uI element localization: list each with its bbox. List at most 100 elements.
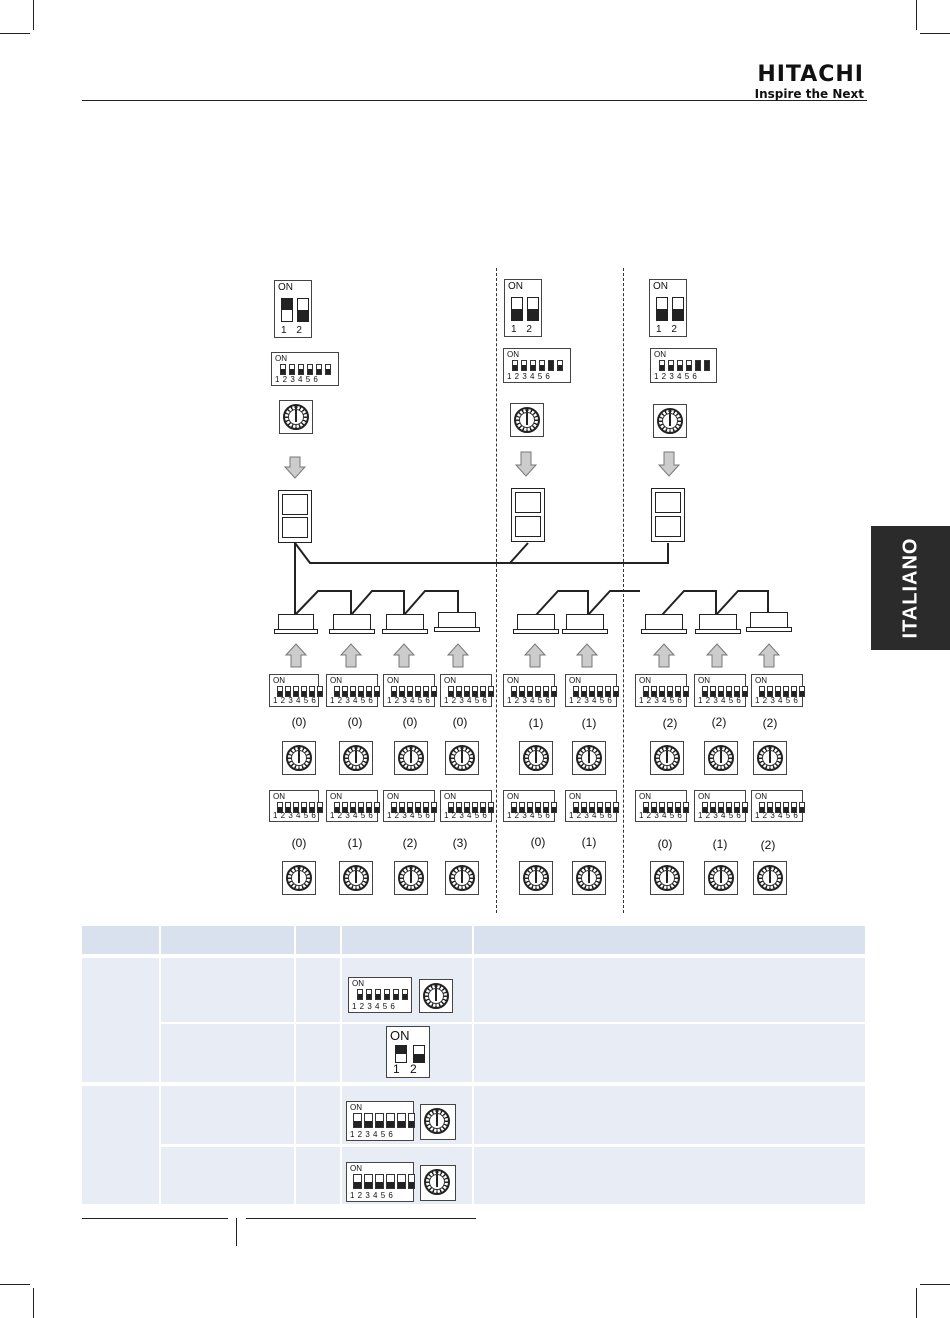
address-label: (1): [528, 716, 544, 730]
dip-numbers: 1 2 3 4 5 6: [569, 696, 613, 705]
dip-on-label: ON: [390, 1028, 410, 1043]
rotary-switch: [445, 861, 479, 895]
rotary-switch: [704, 861, 738, 895]
rotary-switch: [279, 400, 313, 434]
brand-logo: HITACHI Inspire the Next: [755, 64, 864, 102]
dip-on-label: ON: [352, 979, 364, 988]
dip-on-label: ON: [444, 792, 456, 801]
dip-switch-6: ON 1 2 3 4 5 6: [440, 790, 494, 822]
dip-numbers: 1 2 3 4 5 6: [698, 811, 742, 820]
dip-switch-2: ON 1 2: [274, 280, 312, 338]
rotary-switch: [339, 741, 373, 775]
dip-numbers: 1 2 3 4 5 6: [352, 1002, 396, 1011]
dip-numbers: 1 2 3 4 5 6: [569, 811, 613, 820]
indoor-unit: [746, 612, 792, 632]
language-tab: ITALIANO: [871, 526, 950, 650]
rotary-switch: [420, 1104, 456, 1140]
indoor-unit: [434, 612, 480, 632]
rotary-switch: [519, 861, 553, 895]
dip-switch-6: ON 1 2 3 4 5 6: [503, 348, 571, 383]
dip-on-label: ON: [755, 792, 767, 801]
dip-on-label: ON: [698, 676, 710, 685]
dip-switch-6: ON 1 2 3 4 5 6: [635, 790, 689, 822]
indoor-unit: [562, 614, 608, 634]
dip-on-label: ON: [698, 792, 710, 801]
dip-numbers: 1 2 3 4 5 6: [444, 811, 488, 820]
header-rule: [82, 100, 867, 101]
indoor-unit: [329, 614, 375, 634]
dip-on-label: ON: [507, 350, 519, 359]
brand-name: HITACHI: [757, 62, 864, 87]
dip-numbers: 1 2 3 4 5 6: [387, 811, 431, 820]
address-label: (3): [452, 836, 468, 850]
address-label: (0): [291, 715, 307, 729]
address-label: (1): [581, 835, 597, 849]
dip-numbers: 1 2: [511, 324, 532, 335]
dip-numbers: 1 2 3 4 5 6: [755, 811, 799, 820]
dip-numbers: 1 2 3 4 5 6: [387, 696, 431, 705]
indoor-unit: [382, 614, 428, 634]
dip-on-label: ON: [278, 282, 293, 293]
address-label: (2): [402, 836, 418, 850]
dip-on-label: ON: [273, 676, 285, 685]
rotary-switch: [282, 741, 316, 775]
footer-divider: [236, 1218, 237, 1246]
address-label: (2): [711, 715, 727, 729]
address-label: (0): [657, 837, 673, 851]
indoor-unit: [274, 614, 318, 634]
rotary-switch: [653, 404, 687, 438]
crop-mark: [33, 0, 34, 30]
dip-numbers: 1 2 3 4 5 6: [350, 1130, 394, 1139]
rotary-switch: [510, 403, 544, 437]
brand-tagline: Inspire the Next: [754, 87, 864, 101]
address-label: (0): [452, 715, 468, 729]
dip-switch-6: ON 1 2 3 4 5 6: [348, 977, 412, 1013]
address-label: (1): [347, 836, 363, 850]
dip-numbers: 1 2 3 4 5 6: [350, 1191, 394, 1200]
address-label: (2): [762, 716, 778, 730]
crop-mark: [916, 0, 917, 30]
dip-on-label: ON: [639, 676, 651, 685]
dip-numbers: 1 2 3 4 5 6: [698, 696, 742, 705]
address-label: (0): [291, 836, 307, 850]
outdoor-unit: [651, 488, 685, 542]
dip-switch-2: ON 1 2: [386, 1026, 430, 1078]
footer-rule: [246, 1218, 476, 1219]
indoor-unit: [513, 614, 559, 634]
dip-numbers: 1 2 3 4 5 6: [639, 811, 683, 820]
dip-on-label: ON: [639, 792, 651, 801]
dip-on-label: ON: [755, 676, 767, 685]
dip-switch-6: ON 1 2 3 4 5 6: [751, 790, 805, 822]
dip-on-label: ON: [273, 792, 285, 801]
dip-on-label: ON: [508, 281, 523, 292]
rotary-switch: [650, 741, 684, 775]
rotary-switch: [282, 861, 316, 895]
rotary-switch: [445, 741, 479, 775]
dip-numbers: 1 2: [281, 325, 302, 336]
dip-numbers: 1 2 3 4 5 6: [507, 372, 551, 381]
rotary-switch: [419, 979, 453, 1013]
rotary-switch: [420, 1165, 456, 1201]
address-label: (2): [662, 716, 678, 730]
dip-on-label: ON: [350, 1103, 362, 1112]
dip-switch-2: ON 1 2: [504, 279, 542, 337]
rotary-switch: [394, 861, 428, 895]
rotary-switch: [572, 861, 606, 895]
rotary-switch: [753, 861, 787, 895]
crop-mark: [0, 1284, 30, 1285]
wiring-diagram: [283, 451, 781, 668]
group-divider: [496, 268, 497, 913]
crop-mark: [0, 33, 30, 34]
rotary-switch: [572, 741, 606, 775]
dip-numbers: 1 2 3 4 5 6: [273, 811, 317, 820]
dip-on-label: ON: [387, 792, 399, 801]
address-label: (0): [402, 715, 418, 729]
